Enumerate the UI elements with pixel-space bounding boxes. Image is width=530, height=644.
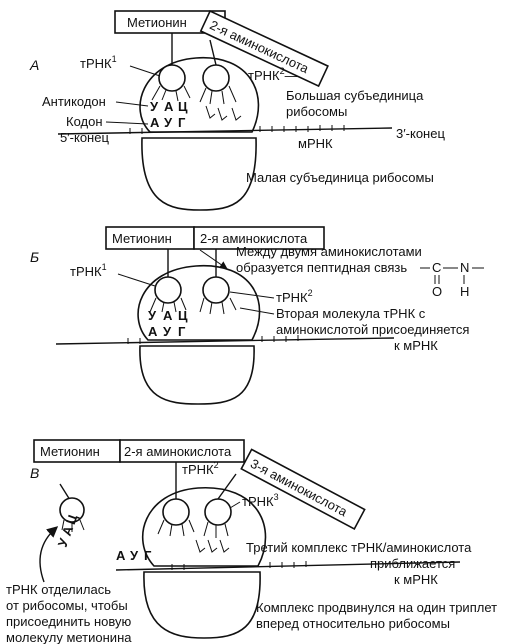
codon-a-3: Г — [178, 115, 186, 130]
anticodon-label: Антикодон — [42, 94, 106, 109]
trna2-label-c: тРНК2 — [182, 460, 219, 477]
detached-text-4: молекулу метионина — [6, 630, 132, 644]
approach-arrows-c — [195, 539, 230, 553]
trna3-head-c — [204, 498, 232, 526]
large-subunit-label-1: Большая субъединица — [286, 88, 424, 103]
codon-c-1: А — [116, 548, 126, 563]
three-prime-end: 3′-конец — [396, 126, 445, 141]
codon-a-2: У — [164, 115, 173, 130]
detached-text-1: тРНК отделилась — [6, 582, 111, 597]
mrna-line-b — [55, 337, 395, 345]
codon-b-2: У — [163, 324, 172, 339]
shift-text-2: вперед относительно рибосомы — [256, 616, 450, 631]
box-met-a-text: Метионин — [127, 15, 187, 30]
bond-o: O — [432, 284, 442, 299]
codon-b-3: Г — [178, 324, 186, 339]
anticodon-a-1: У — [150, 99, 159, 114]
panel-c-letter: В — [30, 465, 39, 481]
panel-a: А Метионин — [29, 10, 445, 211]
large-subunit-label-2: рибосомы — [286, 104, 347, 119]
anticodon-b-2: А — [163, 308, 173, 323]
mrna-line-c — [115, 561, 461, 571]
trna1-head-a — [158, 64, 186, 92]
mrna-ticks-b — [127, 335, 299, 344]
mrna-ticks-a — [129, 125, 345, 134]
trna2-head-b — [202, 276, 230, 304]
bond-text-2: образуется пептидная связь — [236, 260, 407, 275]
third-complex-1: Третий комплекс тРНК/аминокислота — [246, 540, 472, 555]
anticodon-a-3: Ц — [178, 99, 188, 114]
third-complex-2: приближается — [370, 556, 455, 571]
trna2-label-a: тРНК2— — [248, 66, 298, 83]
trna2-label-b: тРНК2 — [276, 288, 313, 305]
codon-label: Кодон — [66, 114, 103, 129]
anticodon-b-3: Ц — [178, 308, 188, 323]
trna1-head-b — [154, 276, 182, 304]
detached-text-3: присоединить новую — [6, 614, 132, 629]
detached-text-2: от рибосомы, чтобы — [6, 598, 128, 613]
box-met-c-text: Метионин — [40, 444, 100, 459]
second-trna-3: к мРНК — [394, 338, 438, 353]
mrna-line-a — [57, 127, 393, 135]
small-subunit-a — [141, 137, 257, 211]
bond-c: C — [432, 260, 441, 275]
box-aa3-c-text: 3-я аминокислота — [248, 456, 350, 520]
five-prime-end: 5′-конец — [60, 130, 109, 145]
trna2-head-c — [162, 498, 190, 526]
second-trna-1: Вторая молекула тРНК с — [276, 306, 426, 321]
codon-b-1: А — [148, 324, 158, 339]
box-aa2-b — [193, 226, 325, 250]
codon-c-3: Г — [144, 548, 152, 563]
small-subunit-label: Малая субъединица рибосомы — [246, 170, 434, 185]
small-subunit-b — [139, 345, 255, 405]
bond-n: N — [460, 260, 469, 275]
panel-b: Б Метионин 2-я аминокислота тРНК1 тРНК2 … — [30, 226, 484, 405]
bond-pointer — [199, 249, 228, 270]
small-subunit-c — [143, 571, 261, 639]
mrna-label-a: мРНК — [298, 136, 333, 151]
anticodon-a-2: А — [164, 99, 174, 114]
trna3-label-c: тРНК3 — [242, 492, 279, 509]
trna1-label-a: тРНК1 — [80, 54, 117, 71]
release-arrow — [39, 526, 59, 583]
peptide-bond-formula: C N O H — [420, 260, 484, 299]
panel-c: В Метионин 2-я аминокислота 3-я аминокис… — [6, 439, 497, 644]
panel-b-letter: Б — [30, 249, 39, 265]
shift-text-1: Комплекс продвинулся на один триплет — [256, 600, 497, 615]
box-met-b-text: Метионин — [112, 231, 172, 246]
box-aa2-b-text: 2-я аминокислота — [200, 231, 308, 246]
box-aa2-c-text: 2-я аминокислота — [124, 444, 232, 459]
codon-c-2: У — [130, 548, 139, 563]
mrna-ticks-c — [171, 561, 307, 570]
box-aa2-c — [119, 439, 245, 463]
codon-a-1: А — [150, 115, 160, 130]
anticodon-b-1: У — [148, 308, 157, 323]
bond-text-1: Между двумя аминокислотами — [236, 244, 422, 259]
third-complex-3: к мРНК — [394, 572, 438, 587]
panel-a-letter: А — [29, 57, 39, 73]
trna2-head-a — [202, 64, 230, 92]
free-anticodon: У А Ц — [55, 512, 81, 549]
bond-h: H — [460, 284, 469, 299]
trna1-label-b: тРНК1 — [70, 262, 107, 279]
approach-arrows-a — [205, 105, 242, 121]
second-trna-2: аминокислотой присоединяется — [276, 322, 469, 337]
